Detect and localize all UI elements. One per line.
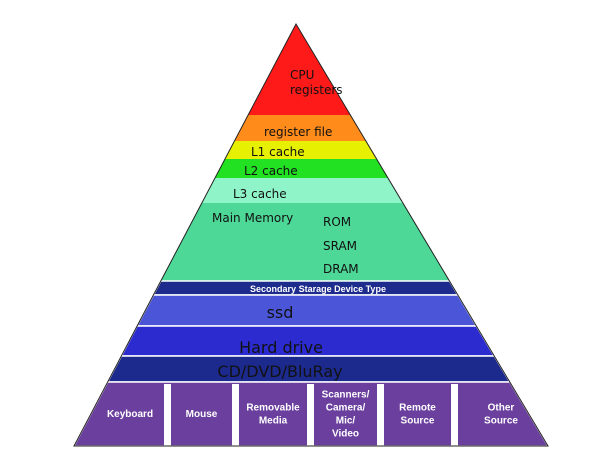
io-source-box: Keyboard	[107, 409, 153, 420]
level-label-optical: CD/DVD/BluRay	[217, 362, 342, 381]
io-source-label: Removable	[246, 403, 300, 414]
io-source-label: Other	[488, 403, 515, 414]
io-source-label: Video	[332, 429, 359, 440]
level-band-cpu	[248, 24, 351, 115]
io-source-label: Mic/	[336, 416, 356, 427]
level-band-regfile	[234, 115, 366, 141]
level-band-l1	[224, 141, 377, 159]
main-memory-item: SRAM	[323, 239, 357, 253]
level-band-l2	[214, 159, 388, 178]
io-separator	[451, 384, 458, 446]
level-label-l2: L2 cache	[244, 164, 298, 178]
level-label-secondary: Secondary Starage Device Type	[250, 284, 386, 294]
io-source-label: Keyboard	[107, 409, 153, 420]
level-label-regfile: register file	[264, 125, 332, 139]
io-source-label: Camera/	[326, 403, 366, 414]
level-label-cpu: CPU	[290, 68, 314, 82]
io-separator	[232, 384, 239, 446]
level-label-l3: L3 cache	[233, 187, 287, 201]
io-source-label: Remote	[399, 403, 436, 414]
io-source-box: Mouse	[164, 384, 218, 446]
io-source-box: Scanners/Camera/Mic/Video	[307, 384, 370, 446]
level-band-l3	[201, 178, 403, 203]
level-label-l1: L1 cache	[251, 145, 305, 159]
main-memory-item: DRAM	[323, 262, 359, 276]
io-source-label: Mouse	[186, 409, 218, 420]
pyramid-outline	[73, 22, 549, 447]
level-band-ssd	[135, 294, 478, 327]
io-source-label: Media	[259, 416, 288, 427]
level-label-hdd: Hard drive	[239, 338, 323, 357]
level-label-cpu: registers	[290, 83, 343, 97]
io-source-label: Source	[484, 416, 518, 427]
level-band-main	[160, 203, 450, 281]
main-memory-item: ROM	[323, 215, 351, 229]
io-separator	[307, 384, 314, 446]
io-source-label: Source	[401, 416, 435, 427]
level-label-ssd: ssd	[267, 303, 294, 322]
io-separator	[377, 384, 384, 446]
level-label-main: Main Memory	[212, 211, 293, 225]
io-source-label: Scanners/	[322, 390, 370, 401]
io-separator	[164, 384, 171, 446]
